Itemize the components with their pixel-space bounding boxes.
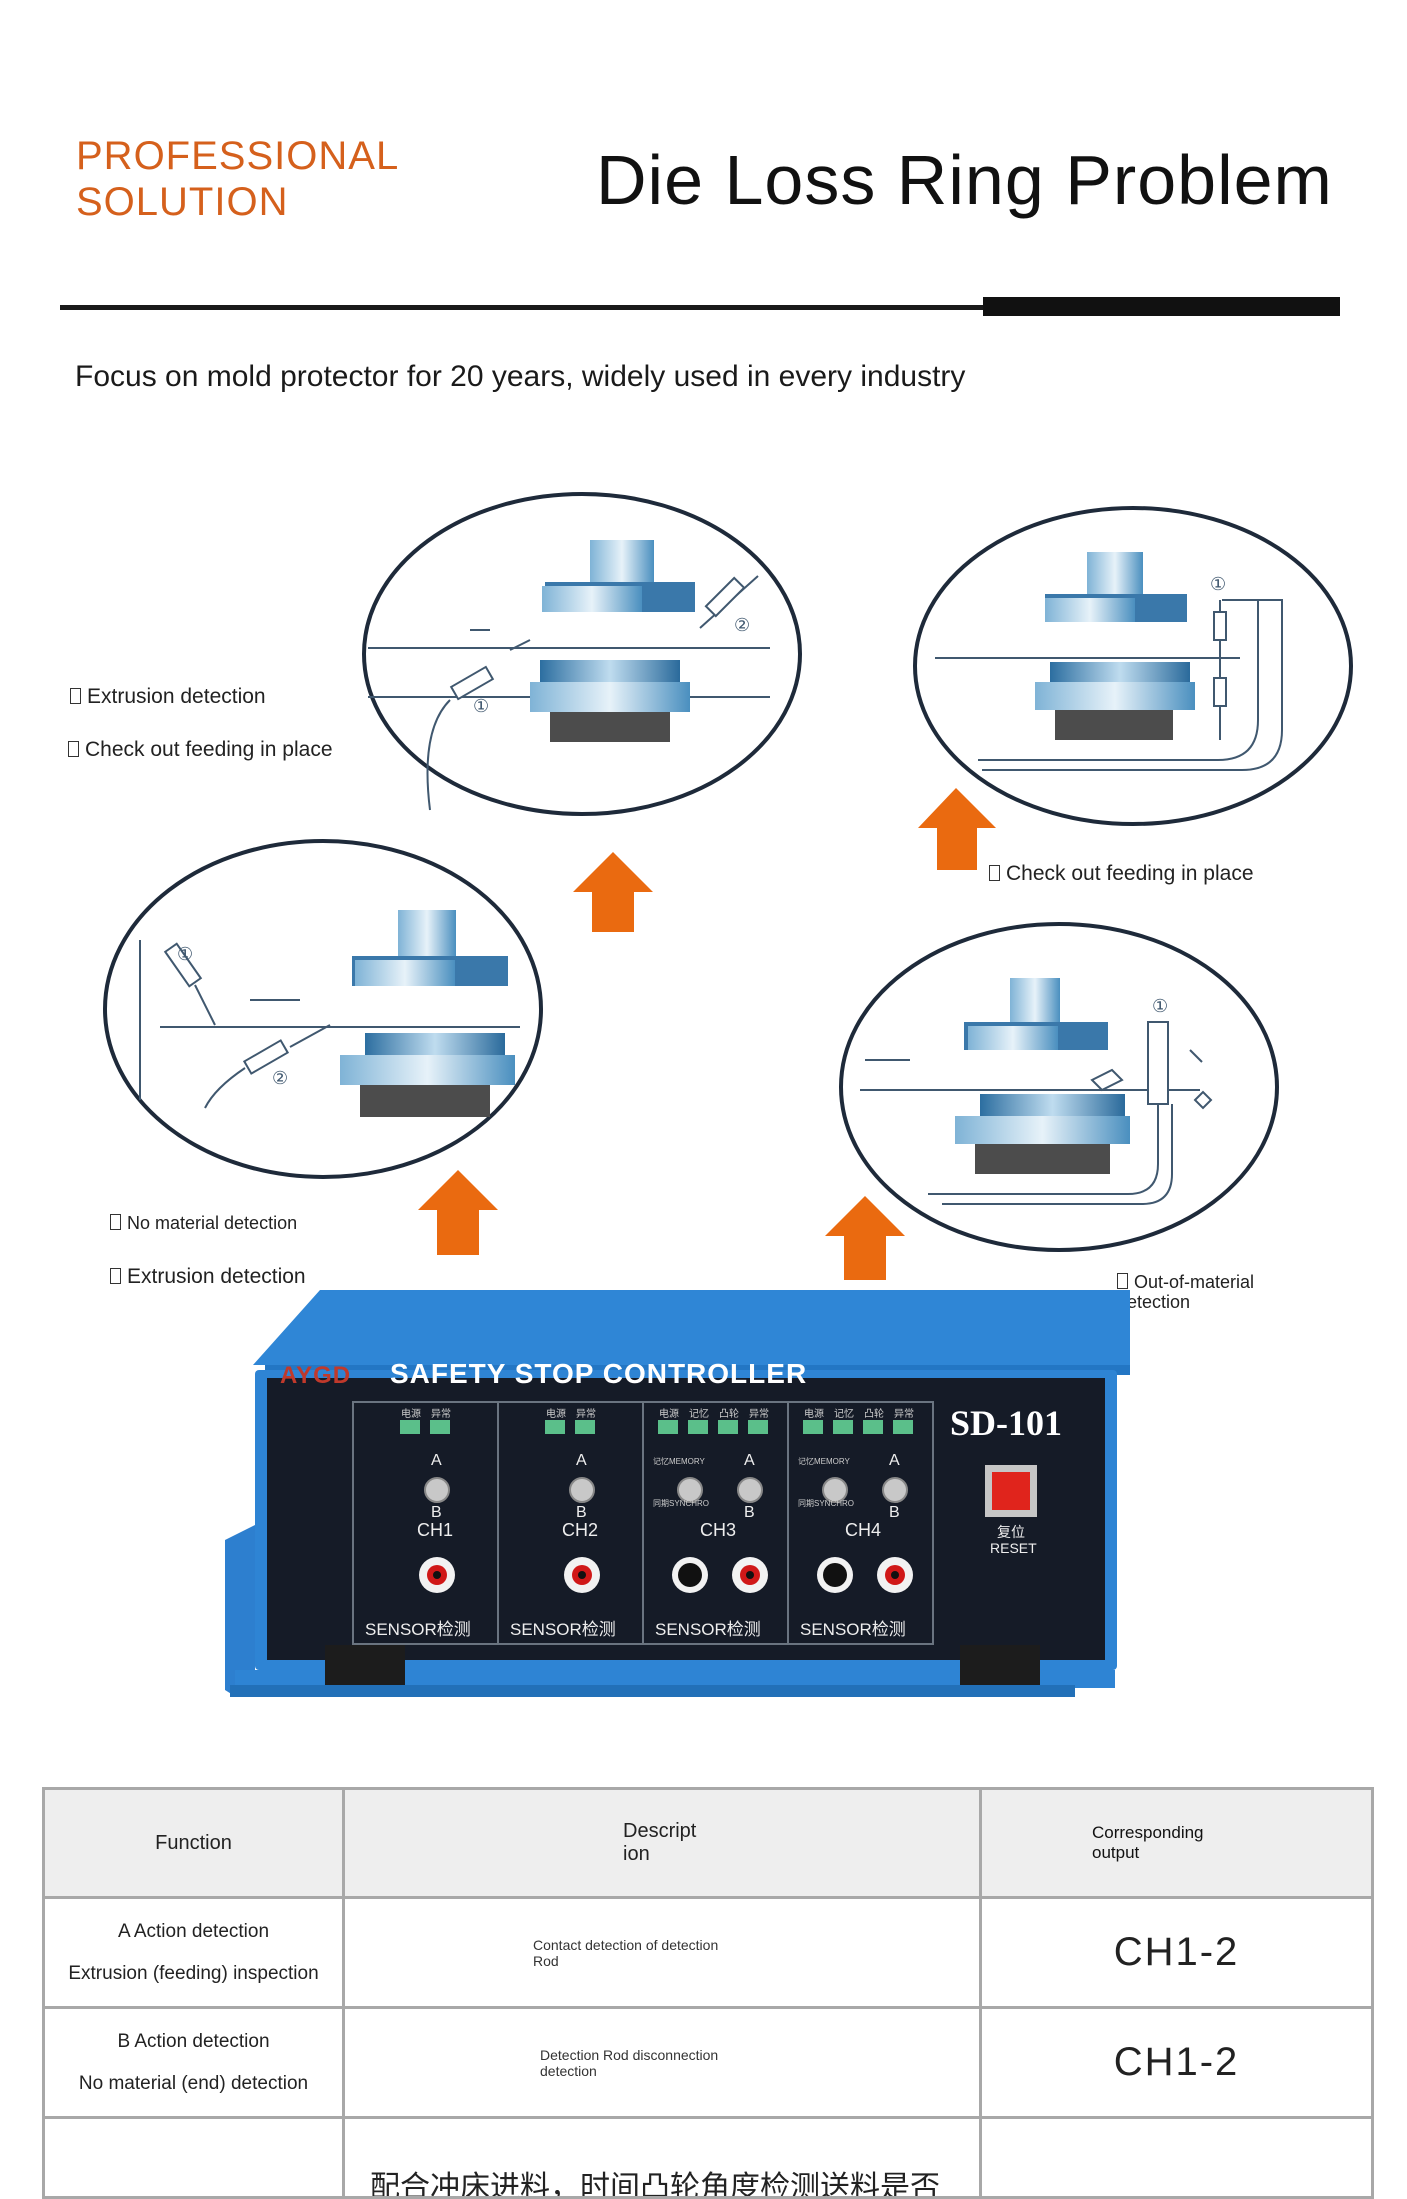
svg-text:①: ① xyxy=(1210,574,1226,594)
svg-text:②: ② xyxy=(272,1068,288,1088)
bullet-icon xyxy=(68,741,79,757)
memory-label: 记忆MEMORY xyxy=(798,1457,850,1466)
bullet-icon xyxy=(110,1214,121,1230)
cell-output: CH1-2 xyxy=(979,1896,1374,2009)
bullet-icon xyxy=(989,865,1000,881)
brand-line-2: SOLUTION xyxy=(76,180,289,224)
header-description: Descript ion xyxy=(342,1787,982,1899)
led-label-fault: 异常 xyxy=(894,1409,914,1420)
led-label-memory: 记忆 xyxy=(834,1409,854,1420)
bullet-icon xyxy=(110,1268,121,1284)
led-label-cam: 凸轮 xyxy=(864,1409,884,1420)
label-feeding-in-place-top: Check out feeding in place xyxy=(68,738,333,762)
label-extrusion-detection-top: Extrusion detection xyxy=(70,685,266,709)
channel-label-2: CH2 xyxy=(562,1520,599,1540)
cell-function: A Action detection Extrusion (feeding) i… xyxy=(42,1896,345,2009)
led-label-power: 电源 xyxy=(659,1409,679,1420)
page-title: Die Loss Ring Problem xyxy=(596,141,1333,219)
cell-function xyxy=(42,2116,345,2199)
arrow-up-icon xyxy=(418,1170,498,1255)
cell-description: Detection Rod disconnection detection xyxy=(342,2006,982,2119)
channel-label-3: CH3 xyxy=(700,1520,737,1540)
svg-text:①: ① xyxy=(177,944,193,964)
cell-description: 配合冲床进料，时间凸轮角度检测送料是否 xyxy=(342,2116,982,2199)
header-function: Function xyxy=(42,1787,345,1899)
arrow-up-icon xyxy=(573,852,653,932)
led-label-fault: 异常 xyxy=(431,1409,451,1420)
header-output: Corresponding output xyxy=(979,1787,1374,1899)
reset-label-en: RESET xyxy=(990,1540,1037,1556)
table-row: B Action detection No material (end) det… xyxy=(42,2006,1374,2119)
cell-output xyxy=(979,2116,1374,2199)
sensor-label: SENSOR检测 xyxy=(800,1620,906,1639)
switch-b-label: B xyxy=(744,1504,755,1521)
marker-two: ② xyxy=(734,615,750,635)
led-label-fault: 异常 xyxy=(749,1409,769,1420)
led-label-fault: 异常 xyxy=(576,1409,596,1420)
divider-line xyxy=(60,305,990,310)
sync-label: 同期SYNCHRO xyxy=(653,1499,710,1508)
arrow-icons xyxy=(418,788,996,1280)
label-extrusion-detection-bottom: Extrusion detection xyxy=(110,1265,306,1289)
table-header-row: Function Descript ion Corresponding outp… xyxy=(42,1787,1374,1899)
channel-label-1: CH1 xyxy=(417,1520,454,1540)
tagline: Focus on mold protector for 20 years, wi… xyxy=(75,360,966,393)
svg-text:①: ① xyxy=(1152,996,1168,1016)
memory-label: 记忆MEMORY xyxy=(653,1457,705,1466)
cell-description: Contact detection of detection Rod xyxy=(342,1896,982,2009)
partial-description: 配合冲床进料，时间凸轮角度检测送料是否 xyxy=(370,2171,940,2196)
diagram-no-material-extrusion: ① ② xyxy=(103,839,543,1179)
divider-accent xyxy=(983,297,1340,316)
diagram-out-of-material: ① xyxy=(839,922,1279,1252)
sensor-label: SENSOR检测 xyxy=(655,1620,761,1639)
led-label-power: 电源 xyxy=(546,1409,566,1420)
bullet-icon xyxy=(1117,1273,1128,1289)
switch-b-label: B xyxy=(576,1504,587,1521)
diagram-feeding-in-place: ① xyxy=(913,506,1353,826)
switch-a-label: A xyxy=(576,1452,587,1469)
model-number: SD-101 xyxy=(950,1403,1063,1443)
device-brand: AYGD xyxy=(280,1362,352,1389)
arrow-up-icon xyxy=(825,1196,905,1280)
cell-function: B Action detection No material (end) det… xyxy=(42,2006,345,2119)
controller-body xyxy=(225,1290,1130,1697)
cell-output: CH1-2 xyxy=(979,2006,1374,2119)
marker-one: ① xyxy=(473,696,489,716)
safety-stop-controller: AYGD SAFETY STOP CONTROLLER SD-101 电源 异常… xyxy=(225,1290,1130,1700)
led-label-power: 电源 xyxy=(804,1409,824,1420)
sync-label: 同期SYNCHRO xyxy=(798,1499,855,1508)
function-table: Function Descript ion Corresponding outp… xyxy=(42,1787,1374,2199)
switch-a-label: A xyxy=(744,1452,755,1469)
channel-label-4: CH4 xyxy=(845,1520,882,1540)
sensor-label: SENSOR检测 xyxy=(510,1620,616,1639)
arrow-up-icon xyxy=(918,788,996,870)
led-label-memory: 记忆 xyxy=(689,1409,709,1420)
reset-label-cn: 复位 xyxy=(997,1524,1025,1540)
table-row: A Action detection Extrusion (feeding) i… xyxy=(42,1896,1374,2009)
sensor-label: SENSOR检测 xyxy=(365,1620,471,1639)
label-no-material-detection: No material detection xyxy=(110,1213,297,1234)
led-label-power: 电源 xyxy=(401,1409,421,1420)
switch-b-label: B xyxy=(889,1504,900,1521)
diagram-extrusion-feeding: ① ② xyxy=(362,492,802,816)
led-label-cam: 凸轮 xyxy=(719,1409,739,1420)
table-row: 配合冲床进料，时间凸轮角度检测送料是否 xyxy=(42,2116,1374,2199)
brand-line-1: PROFESSIONAL xyxy=(76,134,400,178)
brand-heading: PROFESSIONAL SOLUTION xyxy=(76,133,436,225)
bullet-icon xyxy=(70,688,81,704)
switch-a-label: A xyxy=(889,1452,900,1469)
switch-a-label: A xyxy=(431,1452,442,1469)
switch-b-label: B xyxy=(431,1504,442,1521)
label-out-of-material-detection: Out-of-material detection xyxy=(1117,1272,1255,1312)
panel-title: SAFETY STOP CONTROLLER xyxy=(390,1358,808,1389)
label-feeding-in-place-right: Check out feeding in place xyxy=(989,862,1254,886)
